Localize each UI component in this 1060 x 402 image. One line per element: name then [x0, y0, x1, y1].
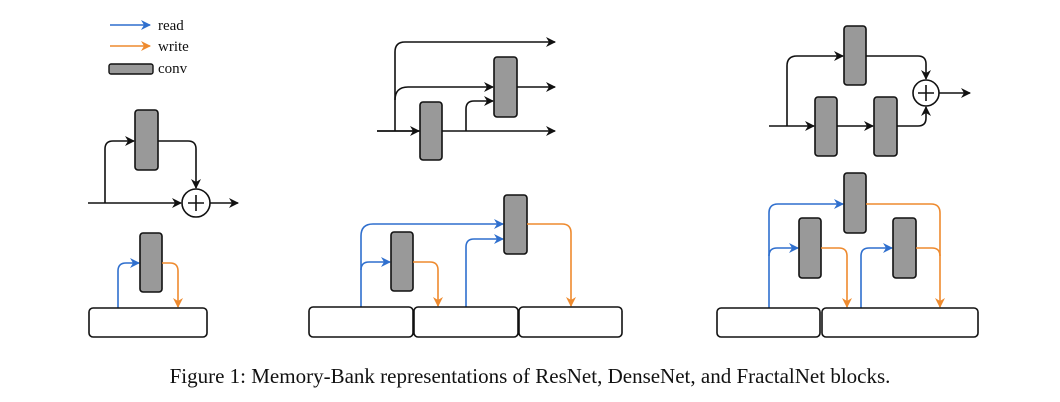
legend-conv-swatch	[108, 63, 154, 75]
read-arrow	[768, 199, 844, 308]
resnet-bank-conv	[139, 232, 163, 293]
fractalnet-bank-conv-left	[798, 217, 822, 279]
fractalnet-memory-bank	[716, 172, 979, 338]
densenet-bank-conv1	[390, 231, 414, 292]
write-arrow	[162, 262, 183, 308]
densenet-conv2	[493, 56, 518, 118]
figure-caption: Figure 1: Memory-Bank representations of…	[169, 364, 891, 388]
fractalnet-conv-bottom-2	[873, 96, 898, 157]
resnet-conv-to-sum	[158, 140, 201, 189]
fractalnet-top-to-sum	[866, 55, 931, 80]
densenet-memory-bank	[308, 194, 623, 338]
write-arrow	[413, 261, 443, 307]
memory-bank-slot	[821, 307, 979, 338]
memory-bank-slot	[518, 306, 623, 338]
figure-diagram: read write conv	[88, 18, 979, 338]
legend-write-label: write	[158, 39, 189, 55]
fractalnet-conv-bottom-1	[814, 96, 838, 157]
read-arrow	[768, 243, 799, 257]
densenet-conv1	[419, 101, 443, 161]
plus-icon	[188, 195, 204, 211]
write-arrow	[866, 203, 945, 308]
resnet-branch-to-conv	[104, 136, 135, 203]
read-arrow	[117, 258, 140, 308]
fractalnet-top-branch	[786, 51, 844, 126]
read-arrow	[465, 234, 504, 307]
fractalnet-bank-conv-top	[843, 172, 867, 234]
densenet-conv1-to-conv2	[465, 96, 494, 131]
read-arrow	[360, 257, 391, 271]
memory-bank-slot	[308, 306, 414, 338]
write-arrow	[821, 247, 852, 308]
densenet-top-skip	[394, 37, 556, 131]
write-arrow	[527, 223, 576, 307]
resnet-conv	[134, 109, 159, 171]
resnet-memory-bank	[88, 232, 208, 338]
fractalnet-bottom-to-sum	[897, 106, 931, 127]
write-arrow	[916, 247, 941, 257]
legend-read-label: read	[158, 18, 184, 34]
read-arrow	[360, 219, 504, 307]
read-arrow	[860, 243, 893, 308]
resnet-block-graph	[88, 109, 239, 218]
legend: read write conv	[108, 18, 189, 77]
densenet-mid-skip	[394, 82, 494, 101]
densenet-block-graph	[377, 37, 556, 161]
memory-bank-slot	[716, 307, 821, 338]
memory-bank-slot	[413, 306, 519, 338]
legend-conv-label: conv	[158, 61, 188, 77]
fractalnet-block-graph	[769, 25, 971, 157]
fractalnet-conv-top	[843, 25, 867, 86]
fractalnet-bank-conv-right	[892, 217, 917, 279]
plus-icon	[918, 85, 934, 101]
memory-bank-slot	[88, 307, 208, 338]
densenet-bank-conv2	[503, 194, 528, 255]
